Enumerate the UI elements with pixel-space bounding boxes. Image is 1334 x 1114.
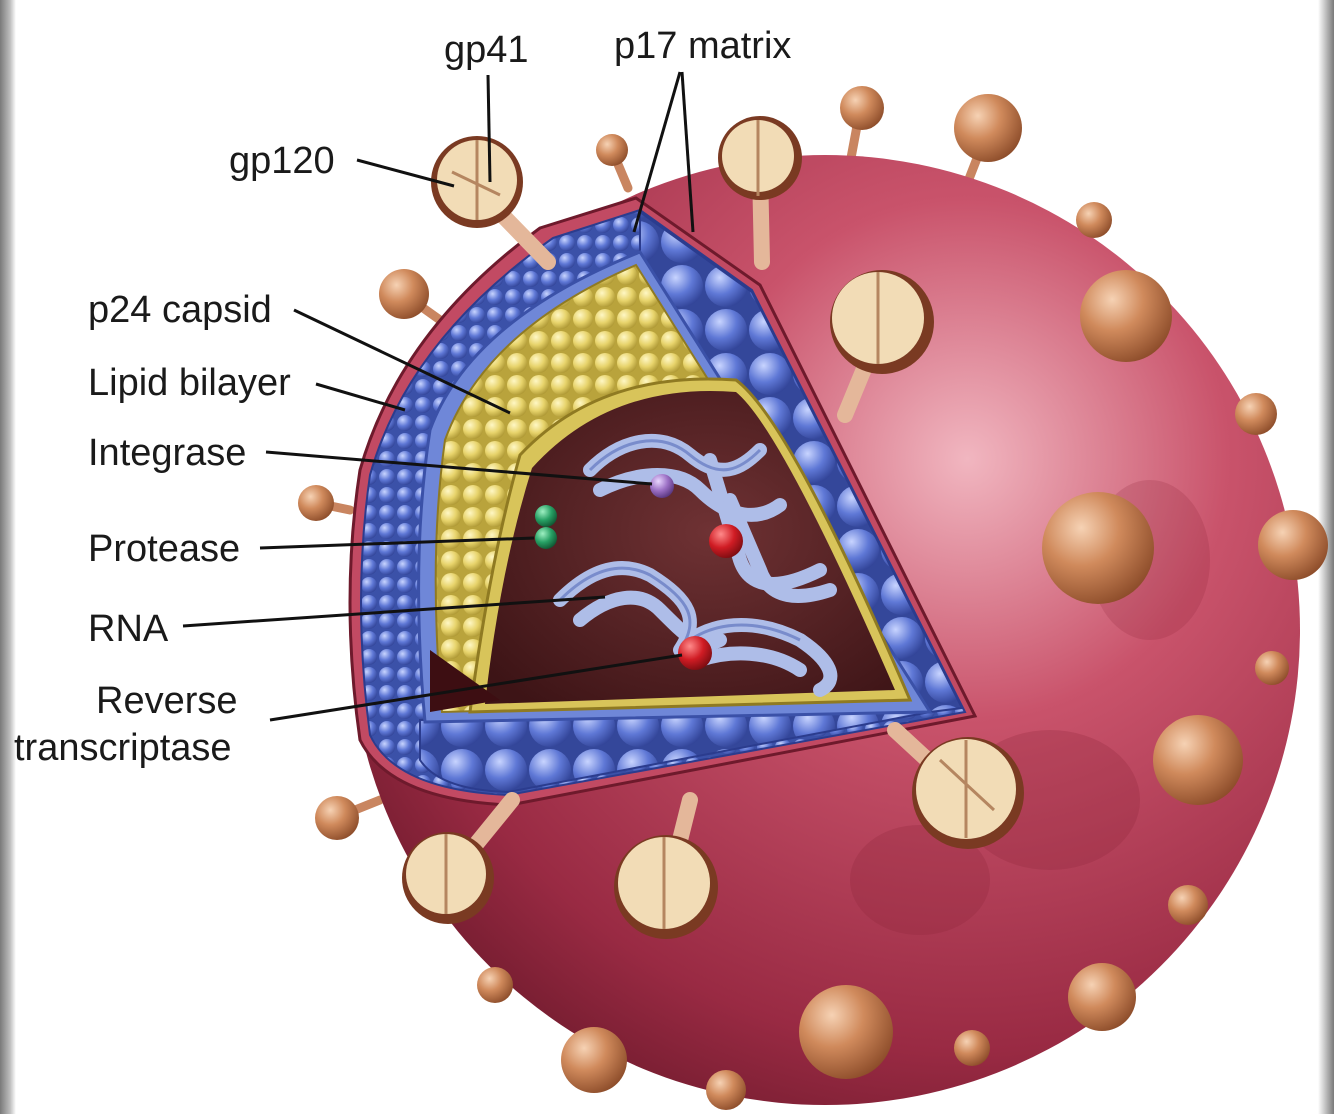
label-p17-matrix: p17 matrix — [614, 25, 791, 67]
reverse-transcriptase-molecule-2 — [678, 636, 712, 670]
label-reverse-transcriptase-line1: Reverse — [96, 680, 238, 722]
label-lipid-bilayer: Lipid bilayer — [88, 362, 291, 404]
labels: gp41 p17 matrix gp120 p24 capsid Lipid b… — [14, 25, 791, 769]
integrase-molecule — [650, 474, 674, 498]
label-gp41: gp41 — [444, 29, 529, 71]
small-knob-spikes — [298, 86, 1328, 1110]
protease-molecule — [535, 505, 557, 549]
label-integrase: Integrase — [88, 432, 246, 474]
reverse-transcriptase-molecule-1 — [709, 524, 743, 558]
label-protease: Protease — [88, 528, 240, 570]
label-gp120: gp120 — [229, 140, 335, 182]
label-rna: RNA — [88, 608, 169, 650]
leader-lines — [182, 71, 695, 722]
gp120-spikes — [402, 116, 1024, 939]
label-p24-capsid: p24 capsid — [88, 289, 272, 331]
label-reverse-transcriptase-line2: transcriptase — [14, 727, 232, 769]
